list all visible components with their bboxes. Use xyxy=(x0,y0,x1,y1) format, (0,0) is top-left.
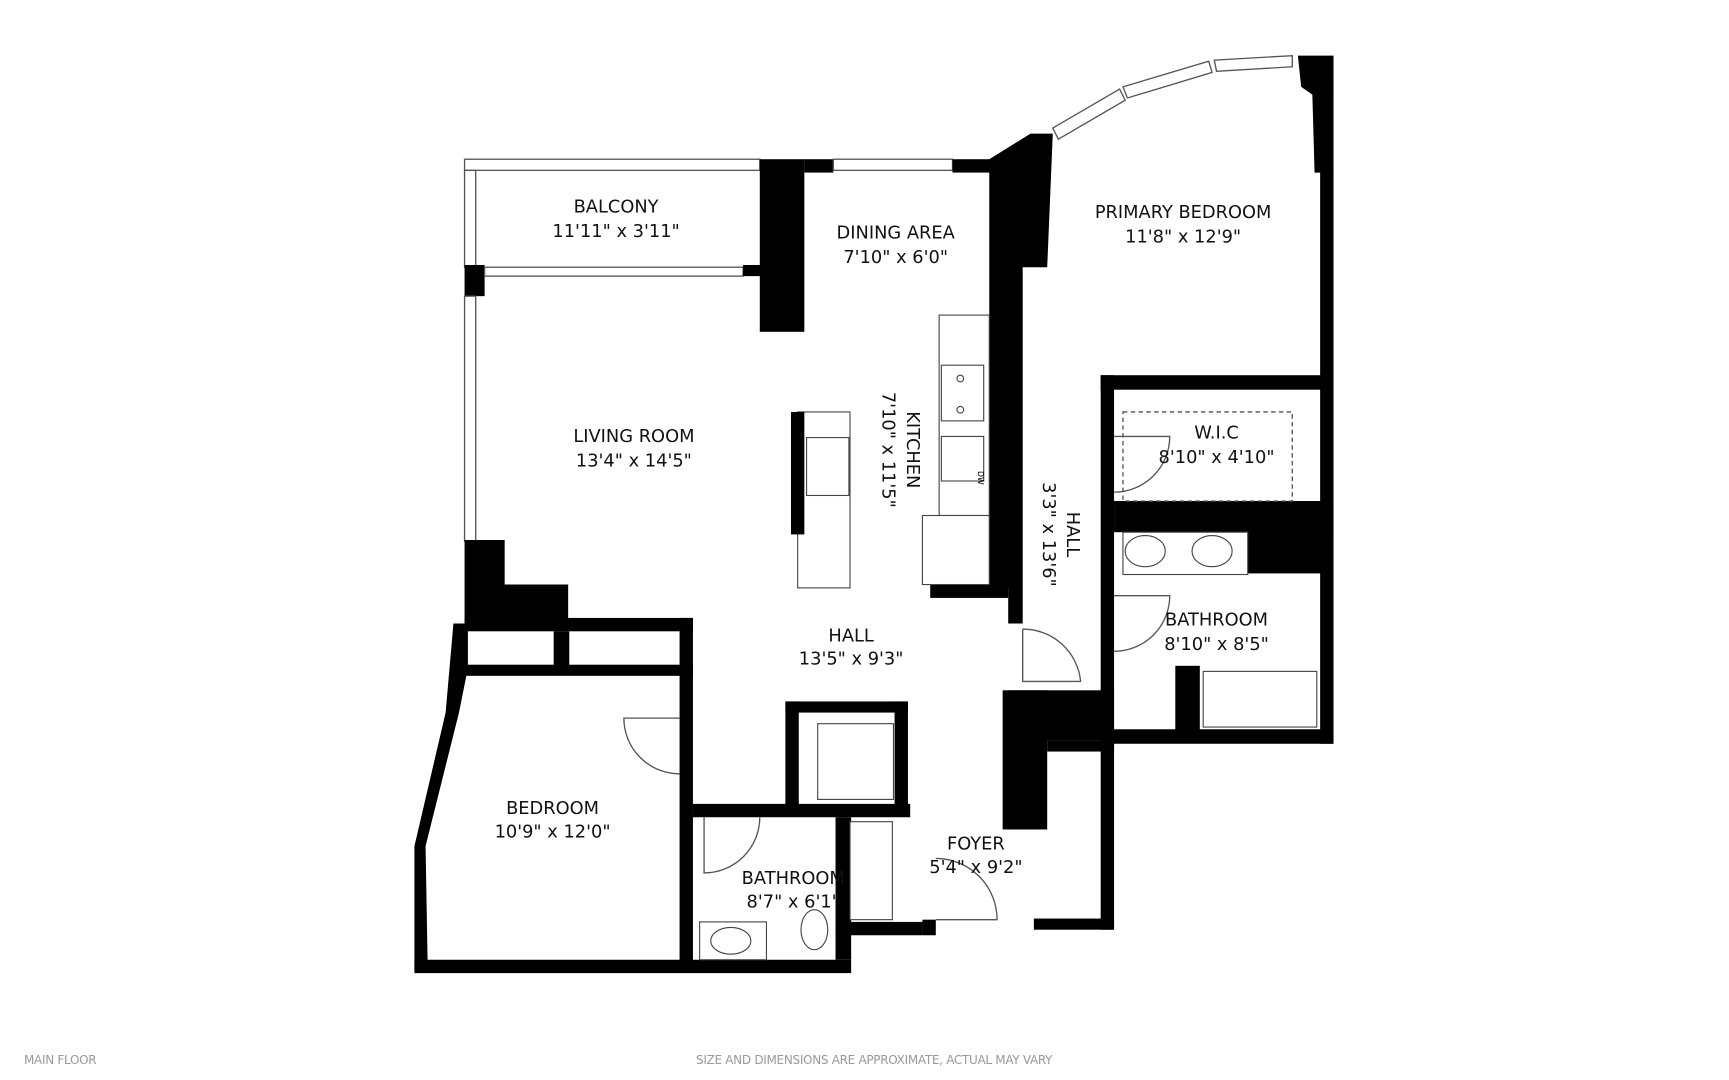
room-dims-balcony: 11'11" x 3'11" xyxy=(552,221,679,242)
room-name-side-hall: HALL xyxy=(1062,512,1083,557)
floor-label: MAIN FLOOR xyxy=(24,1053,97,1067)
room-dims-foyer: 5'4" x 9'2" xyxy=(929,857,1022,878)
cooktop-icon xyxy=(806,437,850,497)
room-labels: BALCONY 11'11" x 3'11" DINING AREA 7'10"… xyxy=(495,197,1275,913)
room-name-balcony: BALCONY xyxy=(574,197,659,218)
room-dims-bathroom: 8'7" x 6'1" xyxy=(747,891,840,912)
walls xyxy=(414,54,1334,974)
room-dims-wic: 8'10" x 4'10" xyxy=(1159,447,1275,468)
room-name-living: LIVING ROOM xyxy=(573,426,694,447)
room-name-kitchen: KITCHEN xyxy=(902,411,923,488)
room-name-primary-bedroom: PRIMARY BEDROOM xyxy=(1095,202,1272,223)
room-name-foyer: FOYER xyxy=(947,834,1005,855)
fixtures: DW xyxy=(623,314,1318,961)
room-name-bedroom: BEDROOM xyxy=(506,798,599,819)
room-dims-dining: 7'10" x 6'0" xyxy=(843,247,948,268)
bathtub-icon xyxy=(1202,670,1318,728)
disclaimer: SIZE AND DIMENSIONS ARE APPROXIMATE, ACT… xyxy=(696,1053,1053,1067)
room-dims-side-hall: 3'3" x 13'6" xyxy=(1038,482,1059,587)
room-dims-hall: 13'5" x 9'3" xyxy=(799,649,904,670)
room-dims-primary-bedroom: 11'8" x 12'9" xyxy=(1125,227,1241,248)
room-name-primary-bathroom: BATHROOM xyxy=(1165,610,1268,631)
room-name-bathroom: BATHROOM xyxy=(742,868,845,889)
room-dims-bedroom: 10'9" x 12'0" xyxy=(495,821,611,842)
room-dims-kitchen: 7'10" x 11'5" xyxy=(877,392,898,508)
room-dims-primary-bathroom: 8'10" x 8'5" xyxy=(1164,634,1269,655)
room-dims-living: 13'4" x 14'5" xyxy=(576,451,692,472)
room-name-wic: W.I.C xyxy=(1194,423,1239,444)
room-name-dining: DINING AREA xyxy=(837,222,956,243)
washer-icon xyxy=(817,723,895,800)
dishwasher-label: DW xyxy=(976,471,985,485)
room-name-hall: HALL xyxy=(828,625,873,646)
